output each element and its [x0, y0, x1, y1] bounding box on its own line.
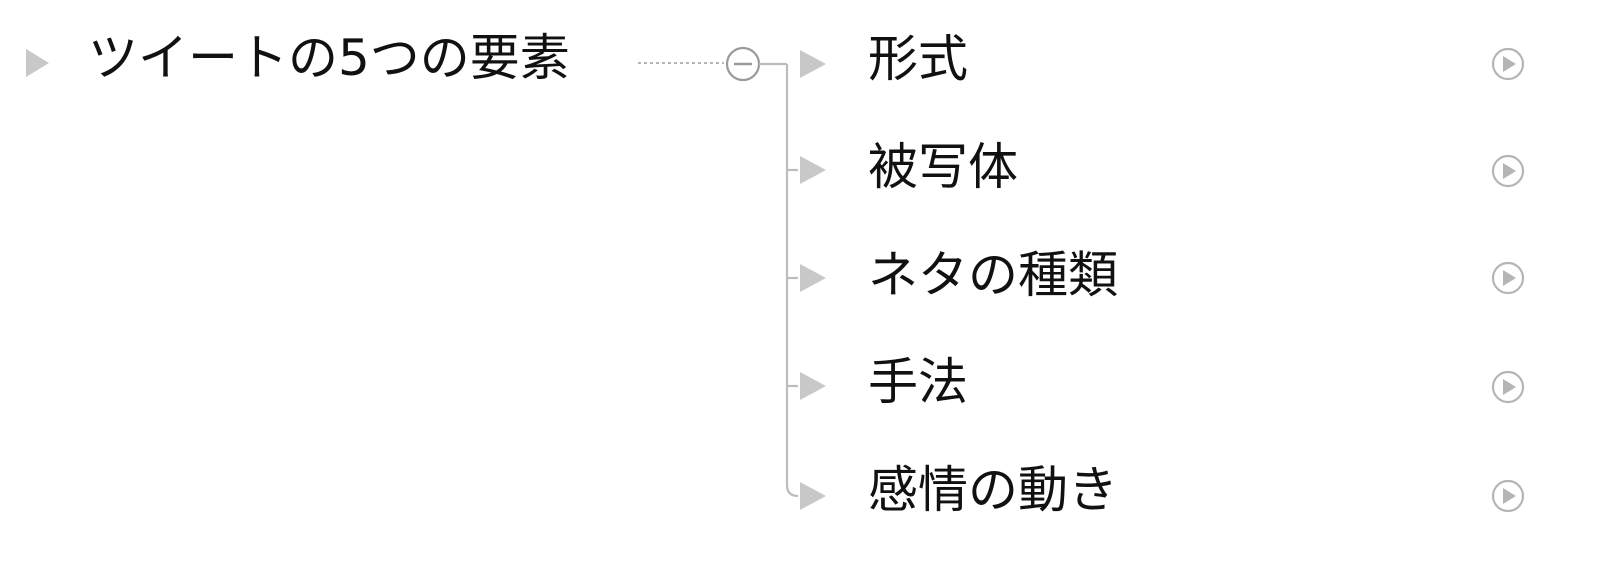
child-topic-label[interactable]: ネタの種類 [868, 246, 1118, 304]
play-circle-icon[interactable] [1491, 261, 1525, 295]
play-circle-icon[interactable] [1491, 154, 1525, 188]
child-expand-arrow-icon[interactable] [800, 372, 826, 400]
play-circle-icon[interactable] [1491, 47, 1525, 81]
collapse-button[interactable] [725, 46, 761, 82]
child-expand-arrow-icon[interactable] [800, 264, 826, 292]
child-topic-label[interactable]: 手法 [868, 353, 968, 411]
play-circle-icon[interactable] [1491, 370, 1525, 404]
child-expand-arrow-icon[interactable] [800, 50, 826, 78]
child-expand-arrow-icon[interactable] [800, 482, 826, 510]
play-circle-icon[interactable] [1491, 479, 1525, 513]
child-topic-label[interactable]: 形式 [868, 30, 968, 88]
child-topic-label[interactable]: 被写体 [868, 138, 1018, 196]
root-expand-arrow-icon[interactable] [26, 49, 49, 77]
root-topic-label[interactable]: ツイートの5つの要素 [88, 29, 570, 87]
tree-vertical-connector [785, 64, 799, 498]
child-expand-arrow-icon[interactable] [800, 156, 826, 184]
child-topic-label[interactable]: 感情の動き [868, 461, 1118, 519]
